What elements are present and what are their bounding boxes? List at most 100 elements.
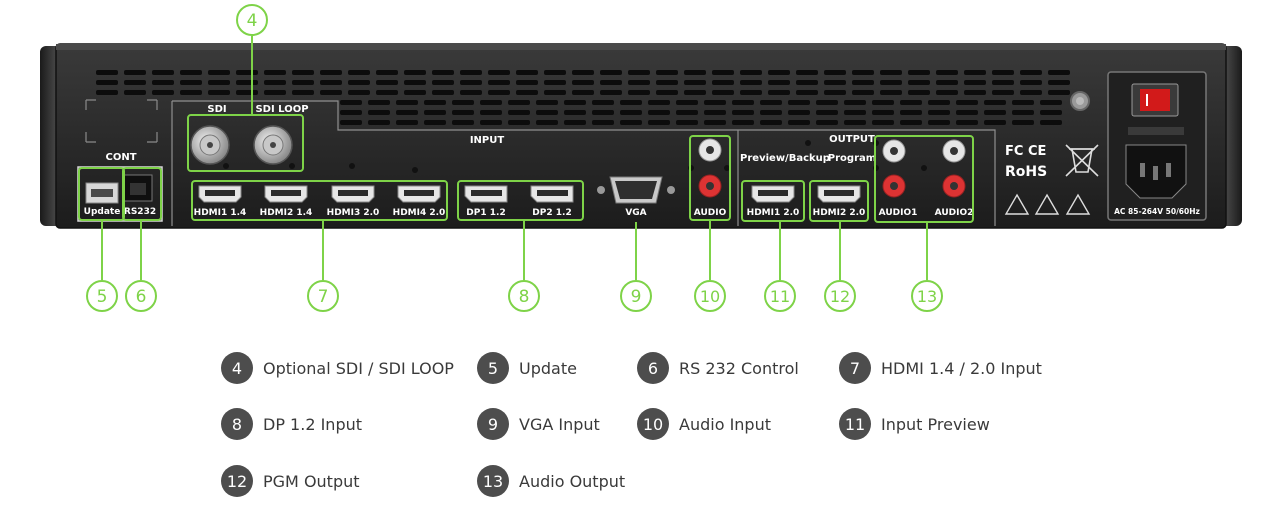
svg-text:8: 8: [519, 287, 530, 307]
vent-slot: [768, 80, 790, 85]
rs232-port[interactable]: [123, 174, 153, 202]
vent-slot: [376, 70, 398, 75]
vent-slot: [432, 90, 454, 95]
legend-label: Audio Input: [679, 414, 771, 434]
vent-slot: [320, 80, 342, 85]
vent-slot: [396, 110, 418, 115]
vent-slot: [768, 90, 790, 95]
control-port-group: Update RS232: [77, 166, 163, 222]
vent-slot: [572, 80, 594, 85]
legend-item-11: 11 Input Preview: [839, 407, 990, 441]
vent-slot: [740, 70, 762, 75]
dp1-label: DP1 1.2: [466, 208, 505, 218]
hdmi4-input-port[interactable]: [397, 185, 441, 203]
dp1-input-port[interactable]: [464, 185, 508, 203]
vent-slot: [404, 80, 426, 85]
vent-slot: [348, 70, 370, 75]
vent-slot: [208, 80, 230, 85]
callout-9: 9: [620, 280, 652, 312]
vent-slot: [424, 100, 446, 105]
vent-slot: [396, 120, 418, 125]
vent-slot: [292, 90, 314, 95]
sdi-loop-bnc-connector[interactable]: [253, 125, 293, 165]
power-switch[interactable]: [1131, 83, 1179, 117]
hdmi1-input-port[interactable]: [198, 185, 242, 203]
vga-input-port[interactable]: [597, 176, 675, 204]
vent-slot: [236, 90, 258, 95]
usb-update-port[interactable]: [85, 182, 119, 204]
vent-slot: [956, 100, 978, 105]
vent-slot: [648, 110, 670, 115]
vent-slot: [124, 70, 146, 75]
sdi-group: SDI SDI LOOP: [190, 104, 309, 169]
vent-slot: [152, 70, 174, 75]
vent-slot: [620, 100, 642, 105]
section-outlines: [171, 100, 996, 226]
hdmi3-input-port[interactable]: [331, 185, 375, 203]
audio2-output-white-rca[interactable]: [942, 139, 966, 163]
vent-slot: [732, 110, 754, 115]
vent-slot: [908, 90, 930, 95]
audio1-output-white-rca[interactable]: [882, 139, 906, 163]
hdmi2-output-label: HDMI2 2.0: [813, 208, 866, 218]
legend-item-6: 6 RS 232 Control: [637, 351, 799, 385]
cont-label: CONT: [105, 152, 136, 163]
legend-item-7: 7 HDMI 1.4 / 2.0 Input: [839, 351, 1042, 385]
hdmi2-output-port[interactable]: [817, 185, 861, 203]
legend-number: 12: [221, 465, 253, 497]
screw-icon: [1070, 91, 1090, 111]
sdi-loop-label: SDI LOOP: [255, 104, 308, 115]
hdmi1-output-label: HDMI1 2.0: [747, 208, 800, 218]
vent-slot: [872, 110, 894, 115]
vent-slot: [964, 80, 986, 85]
legend-item-4: 4 Optional SDI / SDI LOOP: [221, 351, 454, 385]
preview-backup-label: Preview/Backup: [740, 153, 830, 164]
dp2-input-port[interactable]: [530, 185, 574, 203]
audio1-output-red-rca[interactable]: [882, 174, 906, 198]
vent-slot: [656, 80, 678, 85]
callout-leader-lines: [101, 36, 928, 280]
vent-slot: [564, 110, 586, 115]
audio-input-red-rca[interactable]: [698, 174, 722, 198]
power-module: AC 85-264V 50/60Hz: [1107, 71, 1207, 221]
power-inlet[interactable]: [1125, 144, 1187, 199]
vent-slot: [992, 70, 1014, 75]
vent-slot: [592, 100, 614, 105]
sdi-bnc-connector[interactable]: [190, 125, 230, 165]
vent-slot: [740, 90, 762, 95]
vent-slot: [880, 90, 902, 95]
vent-slot: [796, 90, 818, 95]
vent-slot: [348, 80, 370, 85]
hdmi1-output-port[interactable]: [751, 185, 795, 203]
audio-input-group: AUDIO: [688, 138, 730, 218]
vent-slot: [1012, 120, 1034, 125]
hdmi2-input-port[interactable]: [264, 185, 308, 203]
audio2-output-red-rca[interactable]: [942, 174, 966, 198]
svg-text:10: 10: [700, 287, 720, 306]
audio-input-white-rca[interactable]: [698, 138, 722, 162]
svg-text:9: 9: [631, 287, 642, 307]
vent-slot: [880, 80, 902, 85]
vent-slot: [516, 80, 538, 85]
vent-slot: [676, 120, 698, 125]
vent-slot: [480, 100, 502, 105]
vent-slot: [96, 90, 118, 95]
vent-slot: [908, 80, 930, 85]
vent-slot: [340, 110, 362, 115]
vent-slot: [900, 120, 922, 125]
legend-number: 10: [637, 408, 669, 440]
vent-slot: [760, 110, 782, 115]
vent-slot: [320, 70, 342, 75]
legend-item-8: 8 DP 1.2 Input: [221, 407, 362, 441]
vent-slot: [712, 80, 734, 85]
vent-slot: [852, 90, 874, 95]
legend-label: Update: [519, 358, 577, 378]
vent-slot: [592, 120, 614, 125]
vent-slot: [292, 80, 314, 85]
vent-slot: [788, 120, 810, 125]
vent-slot: [928, 100, 950, 105]
svg-text:13: 13: [917, 287, 937, 306]
dp2-label: DP2 1.2: [532, 208, 571, 218]
legend-number: 11: [839, 408, 871, 440]
vent-slot: [676, 100, 698, 105]
